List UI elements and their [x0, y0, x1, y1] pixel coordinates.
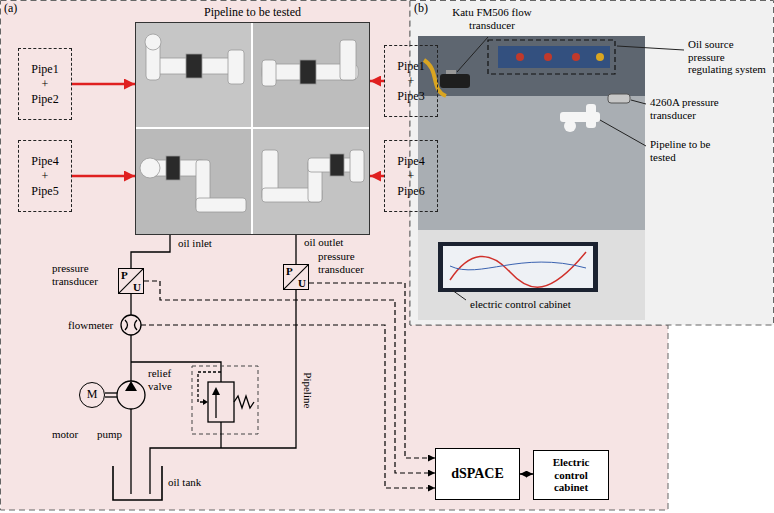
oil-pipe-line	[295, 235, 296, 264]
label-holder: motor	[52, 428, 78, 441]
component-label: pump	[97, 428, 122, 441]
component-label: oil tank	[168, 476, 201, 489]
controller-box: dSPACE	[435, 448, 520, 500]
symbol-letter: M	[87, 388, 98, 402]
box-text: dSPACE	[451, 466, 504, 482]
pipe-group-text: Pipe1 + Pipe3	[394, 59, 428, 104]
label-holder: pump	[97, 428, 122, 441]
component-label: pressure transducer	[52, 262, 114, 287]
label-holder: pressure transducer	[318, 250, 380, 275]
photo-callout: electric control cabinet	[470, 298, 571, 311]
pipe-group-box: Pipe1 + Pipe2	[18, 48, 72, 120]
label-holder: flowmeter	[68, 319, 113, 332]
symbol-letter: P	[286, 265, 310, 277]
panel-letter: (a)	[4, 2, 664, 16]
pipe-label: Pipeline	[302, 372, 315, 408]
photo-callout: Oil source pressure regulating system	[688, 38, 768, 76]
component-label: pressure transducer	[318, 250, 380, 275]
data-link-arrow	[520, 473, 533, 475]
photo-callout: 4260A pressure transducer	[650, 96, 730, 121]
pipe-group-text: Pipe4 + Pipe6	[394, 154, 428, 199]
red-arrow	[72, 83, 135, 86]
red-arrow	[370, 175, 384, 178]
pipe-group-box: Pipe4 + Pipe5	[18, 140, 72, 212]
photo-callout: Pipeline to be tested	[650, 138, 730, 163]
label-holder: Pipeline	[302, 372, 315, 408]
red-arrow	[370, 80, 384, 83]
pipe-group-text: Pipe4 + Pipe5	[28, 154, 62, 199]
symbol-letter: U	[284, 277, 308, 289]
label-holder: Pipeline to be tested	[650, 138, 730, 163]
photo-heading: Pipeline to be tested	[136, 6, 369, 20]
component-label: motor	[52, 428, 78, 441]
label-holder: electric control cabinet	[470, 298, 571, 311]
label-holder: oil inlet	[178, 237, 212, 250]
label-holder: 4260A pressure transducer	[650, 96, 730, 121]
label-holder: oil outlet	[304, 236, 343, 249]
label-holder: relief valve	[148, 367, 186, 392]
label-holder: Oil source pressure regulating system	[688, 38, 768, 76]
port-label: oil inlet	[178, 237, 212, 250]
label-holder: oil tank	[168, 476, 201, 489]
cabinet-box: Electric control cabinet	[533, 450, 609, 500]
photo-frame: Pipeline to be tested	[135, 22, 370, 235]
pipe-group-box: Pipe4 + Pipe6	[384, 140, 438, 212]
pipe-group-text: Pipe1 + Pipe2	[28, 62, 62, 107]
label-holder: pressure transducer	[52, 262, 114, 287]
pressure-transducer-symbol: PU	[118, 268, 144, 294]
pipe-group-box: Pipe1 + Pipe3	[384, 45, 438, 117]
label-holder: Katu FM506 flow transducer	[452, 6, 532, 31]
port-label: oil outlet	[304, 236, 343, 249]
photo-callout: Katu FM506 flow transducer	[452, 6, 532, 31]
red-arrow	[72, 175, 135, 178]
signal-line	[144, 281, 435, 473]
symbol-letter: U	[119, 281, 143, 293]
symbol-letter: P	[121, 269, 145, 281]
motor-symbol: M	[79, 382, 105, 408]
component-label: relief valve	[148, 367, 186, 392]
oil-pipe-line	[131, 235, 170, 268]
pressure-transducer-symbol: PU	[283, 264, 309, 290]
box-text: Electric control cabinet	[539, 456, 603, 494]
component-label: flowmeter	[68, 319, 113, 332]
signal-line	[309, 283, 435, 458]
